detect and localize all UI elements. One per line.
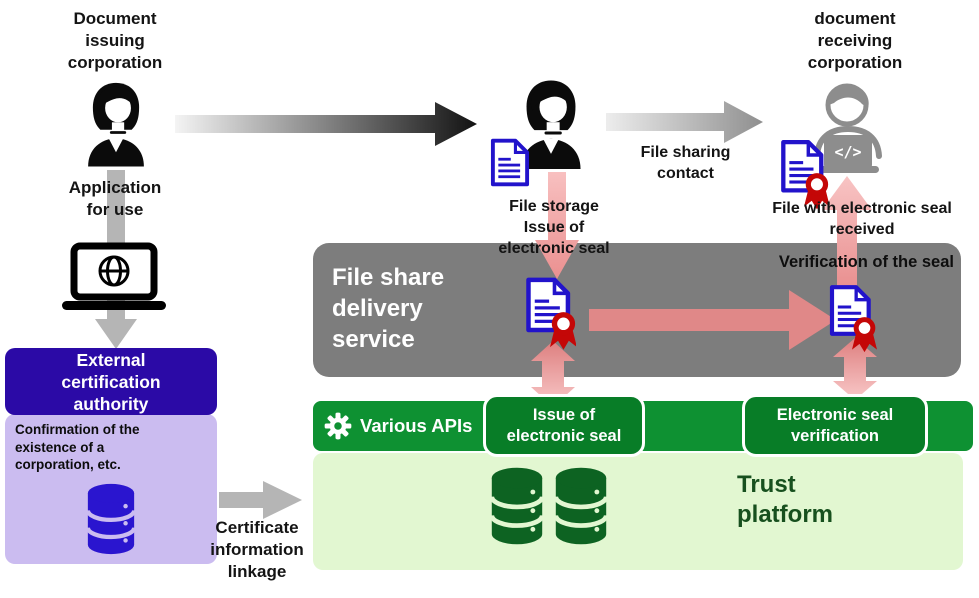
receiver-person-icon: </> [798,78,898,178]
laptop-globe-icon [60,242,168,312]
laptop-code-glyph: </> [834,143,861,161]
sealed-document-icon [524,273,576,353]
external-cert-authority-box: External certification authority [5,348,217,415]
confirmation-note: Confirmation of the existence of a corpo… [15,422,140,472]
authority-database-icon [84,483,138,555]
file-storage-label: File storage Issue of electronic seal [498,198,610,257]
gear-icon [323,411,353,441]
arrow-file-sharing [606,99,764,145]
arrow-verify-api-link [829,338,881,400]
issue-seal-api-box: Issue of electronic seal [483,394,645,457]
various-apis-label: Various APIs [360,415,473,436]
verified-document-icon [827,283,877,353]
verification-label: Verification of the seal [778,253,954,271]
arrow-certificate-linkage [219,481,303,519]
document-seal-icon [779,136,829,212]
issuer-person-icon [82,80,150,168]
arrow-issue-api-link [527,341,579,407]
issue-seal-api-label: Issue of electronic seal [506,405,622,445]
platform-database-icon [489,464,545,548]
arrow-seal-transfer [589,290,837,350]
document-icon [489,135,531,190]
receiver-title: document receiving corporation [807,9,903,73]
platform-database-icon-2 [553,464,609,548]
verify-seal-api-box: Electronic seal verification [742,394,928,457]
arrow-file-storage-down [534,172,580,280]
trust-platform-title: Trust platform [737,471,833,528]
file-share-service-title: File share delivery service [332,264,445,353]
certificate-linkage-label: Certificate information linkage [210,518,304,582]
verify-seal-api-label: Electronic seal verification [776,405,894,445]
trust-platform-panel [313,453,963,570]
application-for-use-label: Application for use [68,178,162,220]
external-cert-authority-title: External certification authority [61,349,161,414]
file-received-label: File with electronic seal received [772,200,952,238]
sender-person-icon [515,78,587,170]
issuer-title: Document issuing corporation [67,9,163,73]
file-sharing-label: File sharing contact [640,144,731,182]
arrow-seal-received-up [821,176,873,294]
arrow-issuer-to-sender [175,100,478,148]
